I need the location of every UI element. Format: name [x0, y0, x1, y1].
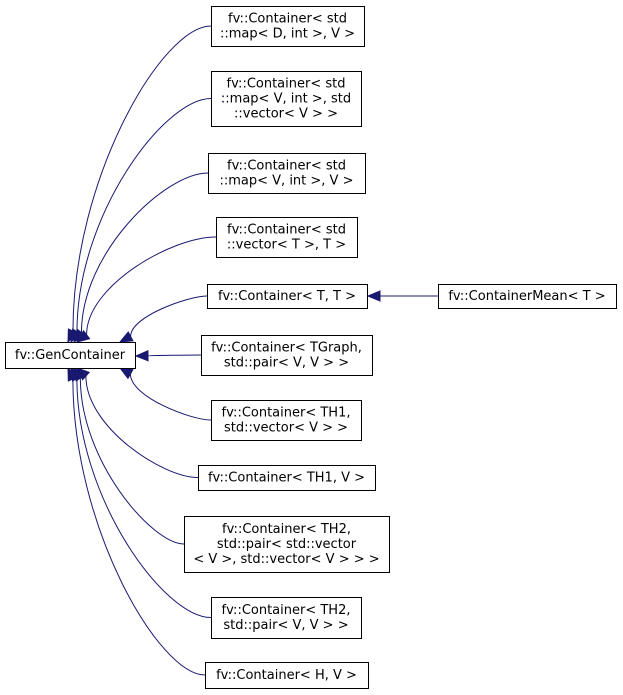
- node-box: [216, 217, 358, 258]
- inheritance-edge: [76, 378, 212, 618]
- node-th2-pair[interactable]: fv::Container< TH2,std::pair< V, V > >: [211, 597, 362, 639]
- node-box: [201, 335, 373, 376]
- inheritance-edge: [129, 373, 212, 421]
- inheritance-edge: [147, 354, 202, 357]
- node-th1-v[interactable]: fv::Container< TH1, V >: [198, 465, 376, 491]
- node-box: [211, 400, 362, 441]
- node-map-d-int-v[interactable]: fv::Container< std::map< D, int >, V >: [211, 6, 365, 47]
- inheritance-edge: [72, 25, 212, 332]
- node-box: [5, 342, 136, 369]
- node-label-line: ::map< V, int >, std: [221, 92, 351, 107]
- node-label-line: ::map< V, int >, V >: [220, 174, 354, 189]
- node-tgraph[interactable]: fv::Container< TGraph,std::pair< V, V > …: [201, 335, 373, 376]
- node-label-line: fv::Container< std: [227, 159, 346, 174]
- node-th2-pair-vec[interactable]: fv::Container< TH2,std::pair< std::vecto…: [184, 516, 390, 573]
- node-th1-vec[interactable]: fv::Container< TH1,std::vector< V > >: [211, 400, 362, 441]
- node-box: [184, 516, 390, 573]
- node-label-line: ::vector< V > >: [234, 107, 338, 122]
- node-label-line: fv::Container< TGraph,: [211, 341, 362, 356]
- node-label-line: std::pair< V, V > >: [224, 356, 349, 371]
- arrowhead: [366, 290, 381, 302]
- node-label-line: ::vector< T >, T >: [227, 238, 346, 253]
- node-box: [198, 465, 376, 491]
- node-label-line: fv::Container< TH2,: [222, 522, 351, 537]
- node-box: [438, 284, 617, 309]
- node-label-line: ::map< D, int >, V >: [220, 27, 355, 42]
- node-box: [207, 284, 368, 309]
- node-label-line: fv::ContainerMean< T >: [448, 289, 605, 304]
- node-label-line: std::pair< V, V > >: [223, 618, 348, 633]
- node-label-line: fv::Container< TH1,: [222, 406, 351, 421]
- node-label-line: fv::Container< TH2,: [222, 603, 351, 618]
- arrowhead: [134, 350, 149, 362]
- inheritance-edge: [130, 295, 208, 337]
- node-box: [211, 6, 365, 47]
- inheritance-edge: [76, 98, 212, 332]
- node-box: [208, 153, 366, 194]
- inheritance-edge: [72, 378, 206, 676]
- node-box: [211, 597, 362, 639]
- node-h-v[interactable]: fv::Container< H, V >: [205, 662, 369, 689]
- node-label-line: fv::GenContainer: [15, 348, 126, 363]
- inheritance-edge: [85, 376, 199, 478]
- node-gencontainer[interactable]: fv::GenContainer: [5, 342, 136, 369]
- node-map-v-int-vec[interactable]: fv::Container< std::map< V, int >, std::…: [211, 71, 362, 127]
- node-vec-t-t[interactable]: fv::Container< std::vector< T >, T >: [216, 217, 358, 258]
- node-box: [211, 71, 362, 127]
- inheritance-edge: [79, 378, 185, 545]
- node-label-line: fv::Container< T, T >: [218, 289, 356, 304]
- node-label-line: < V >, std::vector< V > > >: [193, 552, 379, 567]
- node-label-line: fv::Container< TH1, V >: [208, 471, 365, 486]
- node-label-line: fv::Container< std: [228, 12, 347, 27]
- inheritance-edge: [80, 172, 209, 333]
- node-mean[interactable]: fv::ContainerMean< T >: [438, 284, 617, 309]
- inheritance-edge: [86, 236, 217, 335]
- node-label-line: fv::Container< std: [227, 77, 346, 92]
- node-label-line: std::pair< std::vector: [217, 537, 357, 552]
- node-box: [205, 662, 369, 689]
- node-t-t[interactable]: fv::Container< T, T >: [207, 284, 368, 309]
- node-label-line: fv::Container< std: [227, 223, 346, 238]
- node-label-line: std::vector< V > >: [224, 421, 348, 436]
- node-map-v-int-v[interactable]: fv::Container< std::map< V, int >, V >: [208, 153, 366, 194]
- node-label-line: fv::Container< H, V >: [216, 668, 357, 683]
